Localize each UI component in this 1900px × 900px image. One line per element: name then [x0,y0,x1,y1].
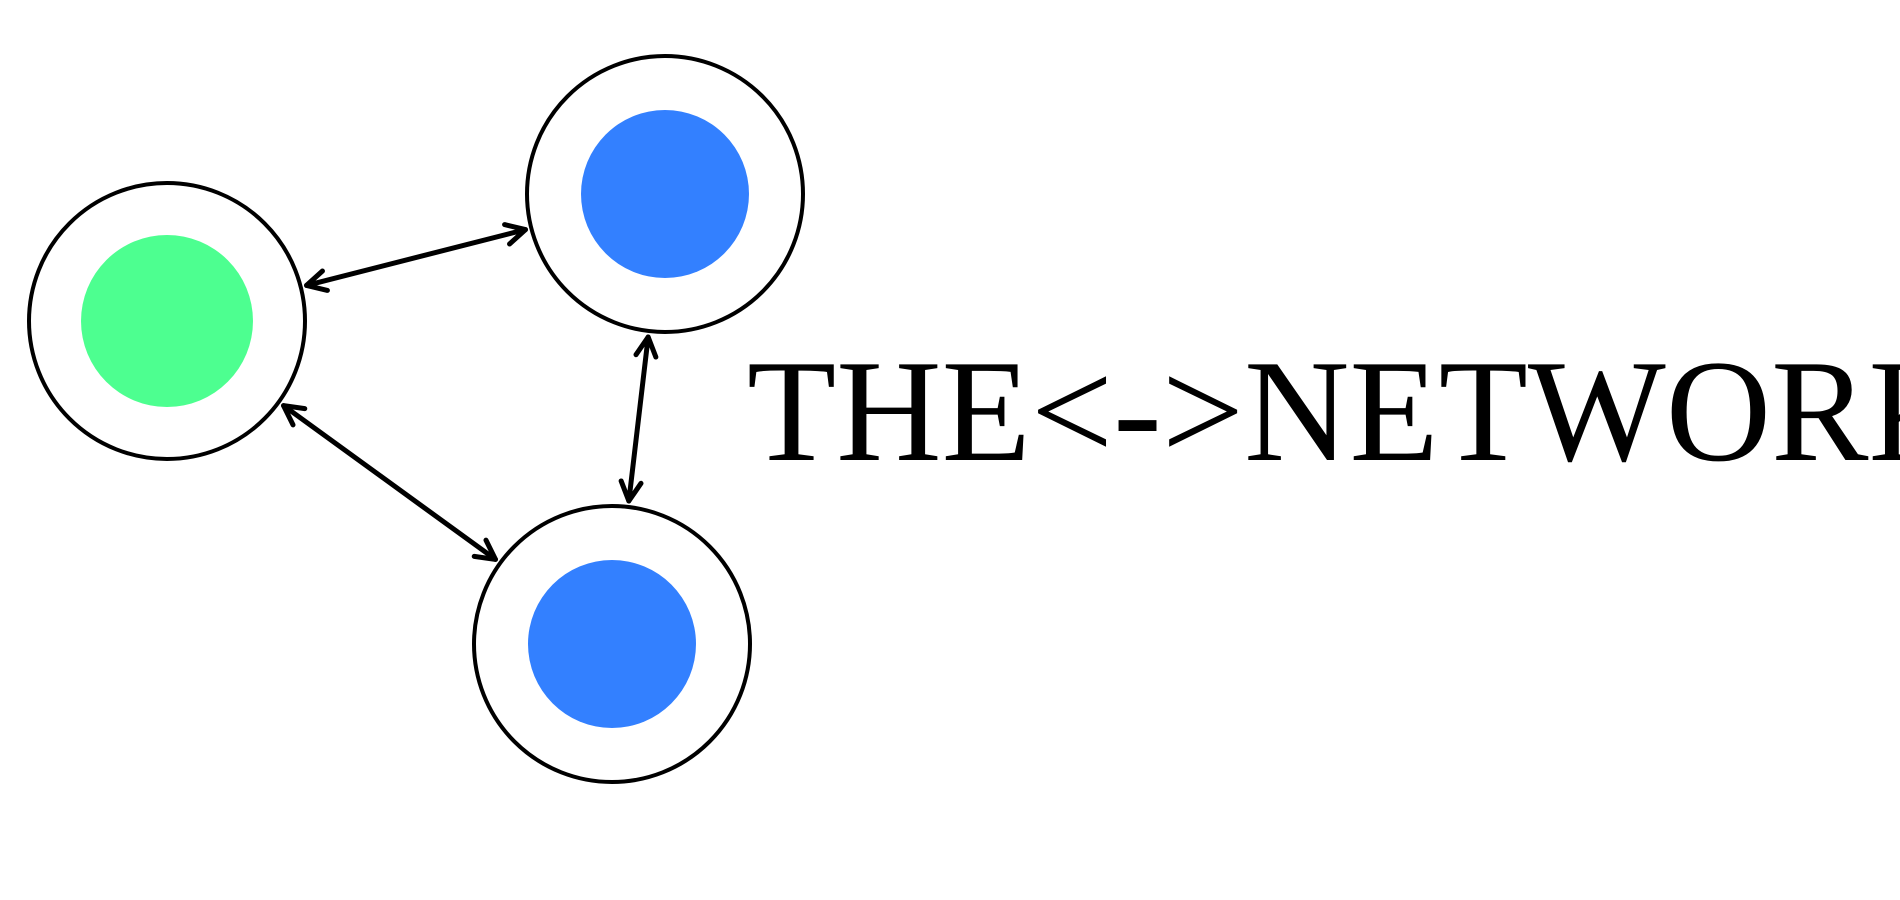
wordmark-text: THE<->NETWORK [747,330,1900,492]
top-node [525,54,805,334]
top-node-core [581,110,749,278]
network-edges [281,222,659,562]
edge-left-node-bottom-node [281,403,498,562]
bottom-node [472,504,752,784]
network-nodes [27,54,805,784]
left-node [27,181,307,461]
edge-top-node-bottom-node [618,334,659,504]
bottom-node-core [528,560,696,728]
edge-left-node-top-node [304,222,528,293]
left-node-core [81,235,253,407]
